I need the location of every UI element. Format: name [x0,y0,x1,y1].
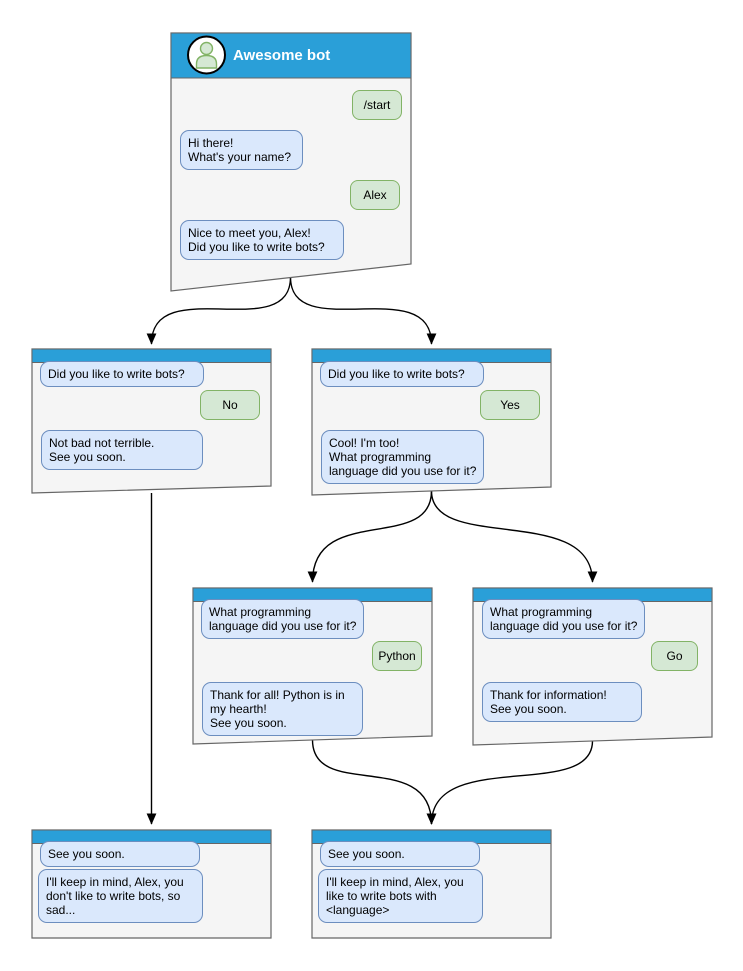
edge-main-to-branch-yes[interactable] [289,276,437,345]
bot-message-bubble[interactable]: I'll keep in mind, Alex, you don't like … [38,869,203,923]
bot-message-bubble[interactable]: What programming language did you use fo… [482,599,646,639]
bot-message-bubble[interactable]: Not bad not terrible. See you soon. [41,430,203,470]
bot-message-bubble[interactable]: Hi there! What's your name? [180,130,303,170]
user-answer-bubble[interactable]: Python [372,641,422,671]
edge-main-to-branch-no[interactable] [146,276,292,345]
bot-message-bubble[interactable]: Thank for information! See you soon. [482,682,642,722]
bot-avatar-icon [187,35,226,75]
edge-go-to-end-yes[interactable] [426,740,594,825]
user-answer-bubble[interactable]: No [200,390,260,420]
window-title: Awesome bot [233,47,331,64]
user-answer-bubble[interactable]: Alex [350,180,400,210]
bot-message-bubble[interactable]: See you soon. [40,841,200,867]
edge-branch-yes-to-python[interactable] [307,490,433,583]
bot-message-bubble[interactable]: Nice to meet you, Alex! Did you like to … [180,220,344,260]
edge-branch-yes-to-go[interactable] [430,490,598,583]
user-answer-bubble[interactable]: Go [651,641,698,671]
edge-python-to-end-yes[interactable] [311,739,437,825]
user-answer-bubble[interactable]: /start [352,90,402,120]
bot-message-bubble[interactable]: Cool! I'm too! What programming language… [321,430,485,484]
bot-message-bubble[interactable]: See you soon. [320,841,480,867]
bot-message-bubble[interactable]: What programming language did you use fo… [201,599,365,639]
user-answer-bubble[interactable]: Yes [480,390,540,420]
bot-message-bubble[interactable]: I'll keep in mind, Alex, you like to wri… [318,869,483,923]
bot-message-bubble[interactable]: Did you like to write bots? [40,361,204,387]
bot-message-bubble[interactable]: Did you like to write bots? [320,361,484,387]
bot-message-bubble[interactable]: Thank for all! Python is in my hearth! S… [202,682,363,736]
